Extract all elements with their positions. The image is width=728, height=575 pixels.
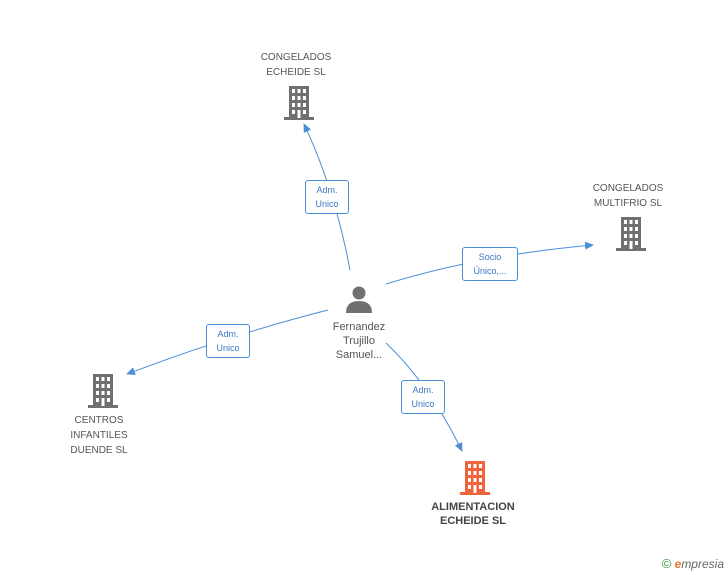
- building-icon-highlighted[interactable]: [460, 461, 490, 495]
- company-label-alimentacion-echeide[interactable]: ALIMENTACION ECHEIDE SL: [431, 501, 515, 527]
- building-icon[interactable]: [616, 217, 646, 251]
- edge-label-congelados-echeide[interactable]: Adm. Unico: [305, 180, 349, 214]
- edge-label-alimentacion-echeide[interactable]: Adm. Unico: [401, 380, 445, 414]
- edge-label-congelados-multifrio[interactable]: Socio Único,...: [462, 247, 518, 281]
- copyright-icon: ©: [661, 556, 672, 571]
- building-icon[interactable]: [88, 374, 118, 408]
- building-icon[interactable]: [284, 86, 314, 120]
- edge-label-centros-infantiles[interactable]: Adm. Unico: [206, 324, 250, 358]
- company-label-congelados-echeide[interactable]: CONGELADOS ECHEIDE SL: [260, 52, 332, 78]
- empresia-logo: © empresia: [661, 556, 724, 571]
- person-icon[interactable]: [344, 284, 374, 314]
- company-label-congelados-multifrio[interactable]: CONGELADOS MULTIFRIO SL: [592, 183, 664, 209]
- company-label-centros-infantiles[interactable]: CENTROS INFANTILES DUENDE SL: [70, 415, 128, 456]
- person-name[interactable]: Fernandez Trujillo Samuel...: [332, 321, 386, 361]
